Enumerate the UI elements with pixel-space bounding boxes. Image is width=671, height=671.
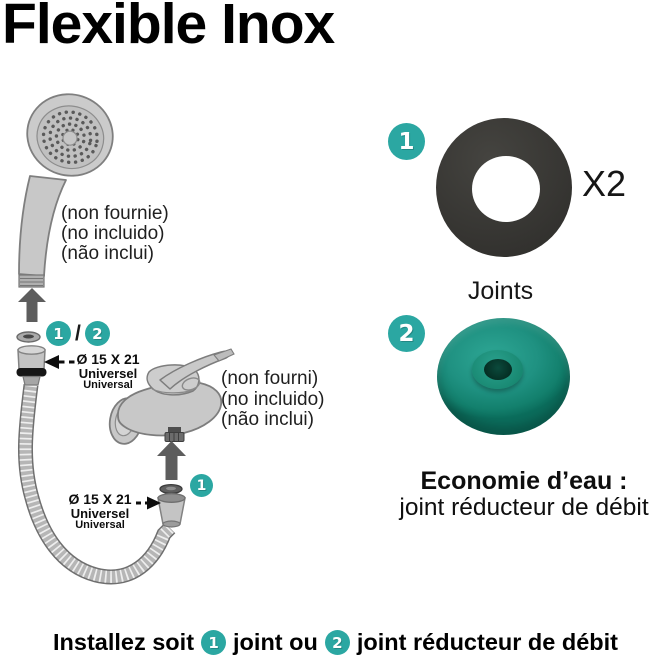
universal-label-fr: Universel	[70, 506, 130, 521]
shower-hose-illustration	[17, 384, 176, 585]
universal-label-en: Universal	[83, 379, 133, 391]
up-arrow-icon	[18, 288, 46, 322]
universal-label-en: Universal	[75, 519, 125, 531]
eco-title: Economie d’eau :	[420, 467, 628, 495]
note-line: (não inclui)	[221, 409, 314, 430]
quantity-label: X2	[582, 163, 627, 204]
reducer-hub	[472, 350, 523, 389]
black-rubber-joint-photo	[436, 118, 572, 257]
washer-side-view	[159, 483, 183, 495]
badge-separator: /	[75, 321, 81, 345]
installation-instruction: Installez soit 1 joint ou 2 joint réduct…	[0, 629, 671, 656]
dashed-pointer-right-icon	[136, 496, 161, 510]
top-fitting-size-label: Ø 15 X 21 Universel Universal	[66, 352, 150, 391]
note-line: (non fourni)	[221, 368, 319, 389]
universal-label-fr: Universel	[78, 366, 138, 381]
instruction-text: joint ou	[233, 629, 318, 655]
shower-not-included-note: (non fournie) (no incluido) (não inclui)	[61, 204, 169, 264]
installation-diagram	[16, 93, 235, 585]
note-line: (no incluido)	[221, 388, 325, 410]
option-1-badge: 1	[46, 321, 71, 346]
faucet-illustration	[108, 348, 235, 445]
part-2-badge: 2	[388, 315, 425, 352]
dashed-pointer-left-icon	[44, 355, 76, 369]
shower-handle-ridges	[18, 274, 45, 288]
green-flow-reducer-joint-photo	[437, 318, 570, 435]
fitting-diameter: Ø 15 X 21	[68, 491, 132, 507]
part-1-badge: 1	[388, 123, 425, 160]
option-2-badge: 2	[84, 321, 110, 346]
option-2-badge: 2	[324, 630, 350, 655]
page-title: Flexible Inox	[2, 0, 335, 56]
hose-fitting-top	[16, 345, 47, 386]
faucet-not-included-note: (non fourni) (no incluido) (não inclui)	[221, 368, 325, 431]
note-line: (no incluido)	[61, 223, 165, 244]
bottom-fitting-size-label: Ø 15 X 21 Universel Universal	[58, 492, 142, 531]
shower-head-illustration	[18, 93, 114, 288]
faucet-outlet	[164, 427, 185, 442]
washer-side-view	[16, 331, 41, 343]
eco-description: joint réducteur de débit	[399, 494, 649, 521]
up-arrow-icon	[157, 441, 186, 480]
reducer-hole	[484, 359, 512, 380]
option-1-badge: 1	[190, 474, 213, 497]
fitting-diameter: Ø 15 X 21	[76, 351, 140, 367]
fitting-option-badges: 1 / 2	[46, 321, 110, 346]
option-1-badge: 1	[201, 630, 227, 655]
hose-fitting-bottom	[157, 493, 186, 528]
water-saving-note: Economie d’eau : joint réducteur de débi…	[378, 467, 670, 521]
note-line: (non fournie)	[61, 203, 169, 224]
joints-label: Joints	[467, 277, 534, 305]
instruction-text: Installez soit	[52, 629, 195, 655]
joint-hole	[472, 156, 540, 222]
note-line: (não inclui)	[61, 243, 154, 264]
instruction-text: joint réducteur de débit	[356, 629, 619, 655]
